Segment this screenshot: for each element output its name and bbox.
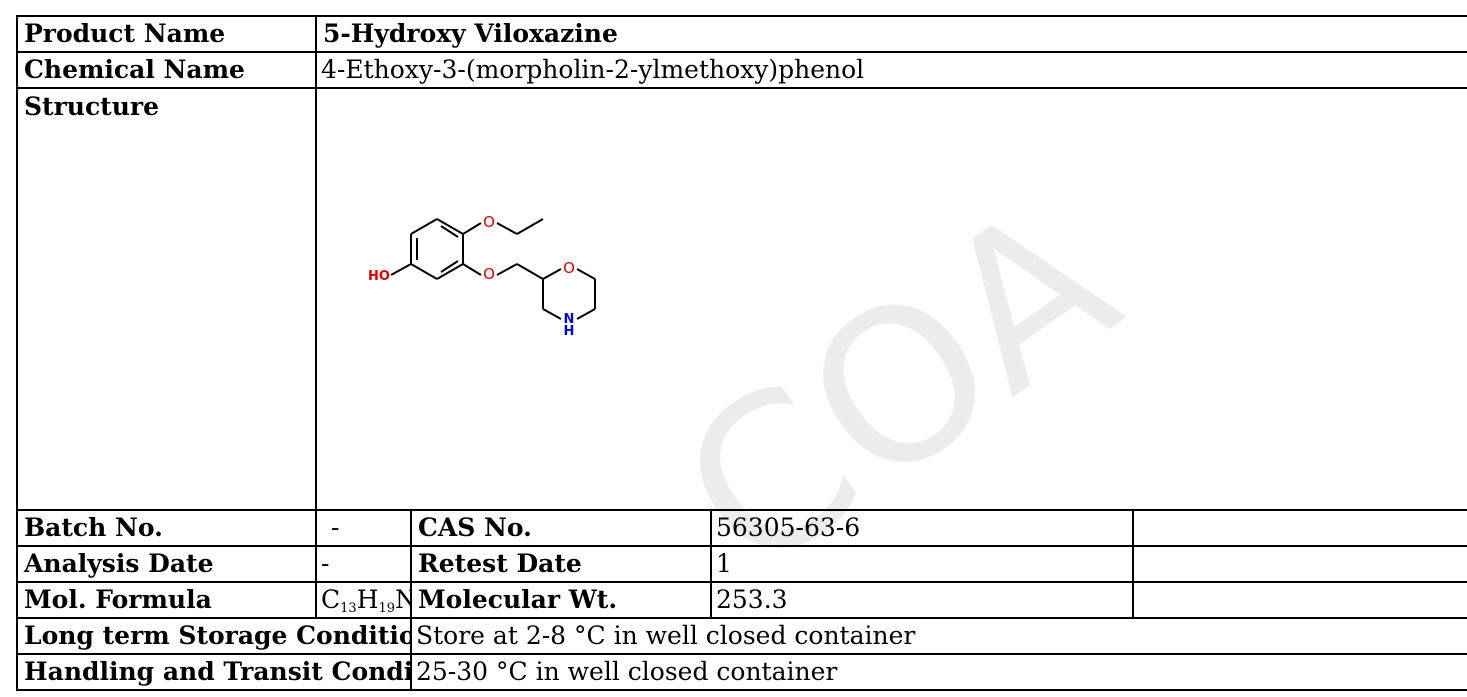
product-name-value: 5-Hydroxy Viloxazine: [314, 15, 1467, 53]
row-structure: Structure: [16, 87, 1467, 511]
molecular-wt-label: Molecular Wt.: [410, 581, 712, 619]
coa-table: Product Name 5-Hydroxy Viloxazine Chemic…: [16, 15, 1467, 691]
structure-label: Structure: [16, 87, 317, 511]
analysis-date-label: Analysis Date: [16, 545, 317, 583]
row-chemical-name: Chemical Name 4-Ethoxy-3-(morpholin-2-yl…: [16, 51, 1467, 89]
handling-value: 25-30 °C in well closed container: [409, 653, 1467, 691]
batch-label: Batch No.: [16, 509, 317, 547]
cas-label: CAS No.: [410, 509, 712, 547]
retest-date-value: 1: [710, 545, 1134, 583]
retest-date-label: Retest Date: [410, 545, 712, 583]
row-batch: Batch No. - CAS No. 56305-63-6: [16, 509, 1467, 547]
batch-filler: [1133, 509, 1467, 547]
atom-n: N: [564, 312, 575, 327]
formula-filler: [1133, 581, 1467, 619]
cas-value: 56305-63-6: [710, 509, 1134, 547]
atom-ho: HO: [368, 269, 390, 284]
handling-label: Handling and Transit Condition: [16, 653, 412, 691]
analysis-filler: [1133, 545, 1467, 583]
chemical-name-label: Chemical Name: [16, 51, 317, 89]
storage-value: Store at 2-8 °C in well closed container: [409, 617, 1467, 655]
row-storage: Long term Storage Condition Store at 2-8…: [16, 617, 1467, 655]
atom-o-ring: O: [563, 259, 575, 277]
row-handling: Handling and Transit Condition 25-30 °C …: [16, 653, 1467, 691]
molecular-wt-value: 253.3: [710, 581, 1134, 619]
atom-h: H: [564, 324, 575, 339]
structure-image: HO O O O N H: [314, 87, 1467, 511]
mol-formula-value: C13H19NO4: [315, 581, 412, 619]
atom-o-ethoxy: O: [483, 213, 495, 231]
row-analysis: Analysis Date - Retest Date 1: [16, 545, 1467, 583]
chemical-name-value: 4-Ethoxy-3-(morpholin-2-ylmethoxy)phenol: [314, 51, 1467, 89]
analysis-date-value: -: [315, 545, 412, 583]
row-product-name: Product Name 5-Hydroxy Viloxazine: [16, 15, 1467, 53]
product-name-label: Product Name: [16, 15, 317, 53]
row-formula: Mol. Formula C13H19NO4 Molecular Wt. 253…: [16, 581, 1467, 619]
storage-label: Long term Storage Condition: [16, 617, 412, 655]
batch-value: -: [315, 509, 412, 547]
molecule-structure: HO O O O N H: [368, 213, 596, 339]
atom-o-ether: O: [483, 265, 495, 283]
mol-formula-label: Mol. Formula: [16, 581, 317, 619]
